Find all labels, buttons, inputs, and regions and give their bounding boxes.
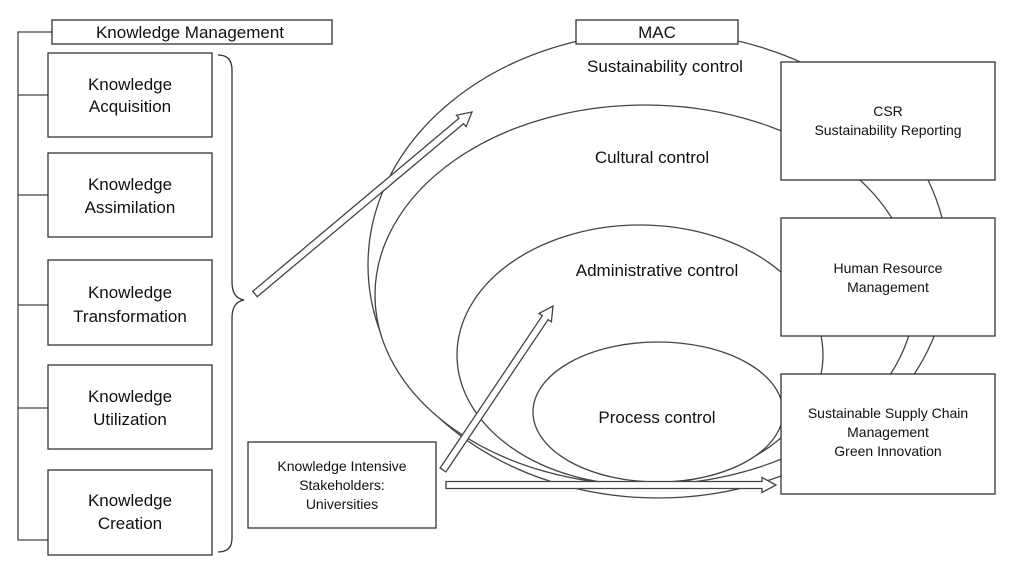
stakeholders-line3: Universities	[306, 496, 378, 512]
administrative-control-label: Administrative control	[576, 261, 739, 280]
outcome-supply-chain-line1: Sustainable Supply Chain	[808, 405, 968, 421]
outcome-hrm-line2: Management	[847, 279, 929, 295]
km-brace	[217, 54, 245, 553]
km-step-acquisition-line2: Acquisition	[89, 97, 171, 116]
outcome-csr-line1: CSR	[873, 103, 903, 119]
km-step-creation-line2: Creation	[98, 514, 162, 533]
knowledge-management-group: Knowledge Management Knowledge Acquisiti…	[17, 19, 333, 556]
outcome-hrm-box	[780, 217, 996, 337]
km-title: Knowledge Management	[96, 23, 284, 42]
km-step-transformation-box	[47, 259, 213, 346]
km-step-utilization-line1: Knowledge	[88, 387, 172, 406]
outcomes-group: CSR Sustainability Reporting Human Resou…	[780, 61, 996, 495]
km-step-assimilation-line1: Knowledge	[88, 175, 172, 194]
km-step-transformation-line2: Transformation	[73, 307, 187, 326]
cultural-control-label: Cultural control	[595, 148, 709, 167]
km-step-acquisition-box	[47, 52, 213, 138]
mac-group: MAC Sustainability control Cultural cont…	[367, 19, 949, 499]
km-step-creation-box	[47, 469, 213, 556]
arrow-km-to-mac	[251, 111, 474, 298]
outcome-hrm-line1: Human Resource	[834, 260, 943, 276]
process-control-label: Process control	[598, 408, 715, 427]
km-step-utilization-box	[47, 364, 213, 450]
outcome-supply-chain-line2: Management	[847, 424, 929, 440]
arrow-stakeholders-to-administrative	[439, 304, 554, 473]
arrow-stakeholders-to-supply-chain	[445, 476, 778, 494]
outcome-supply-chain-line3: Green Innovation	[834, 443, 941, 459]
km-step-transformation-line1: Knowledge	[88, 283, 172, 302]
km-step-utilization-line2: Utilization	[93, 410, 167, 429]
km-step-assimilation-box	[47, 152, 213, 238]
outcome-supply-chain-box	[780, 373, 996, 495]
km-spine	[17, 31, 52, 541]
arrows-group	[251, 111, 778, 494]
stakeholders-box	[247, 441, 437, 529]
km-step-assimilation-line2: Assimilation	[85, 198, 176, 217]
km-title-box	[51, 19, 333, 45]
stakeholders-group: Knowledge Intensive Stakeholders: Univer…	[247, 441, 437, 529]
mac-title-box	[575, 19, 739, 45]
outcome-csr-box	[780, 61, 996, 181]
stakeholders-line2: Stakeholders:	[299, 477, 385, 493]
outcome-csr-line2: Sustainability Reporting	[814, 122, 961, 138]
mac-title: MAC	[638, 23, 676, 42]
km-step-acquisition-line1: Knowledge	[88, 75, 172, 94]
km-step-creation-line1: Knowledge	[88, 491, 172, 510]
stakeholders-line1: Knowledge Intensive	[277, 458, 406, 474]
sustainability-control-label: Sustainability control	[587, 57, 743, 76]
